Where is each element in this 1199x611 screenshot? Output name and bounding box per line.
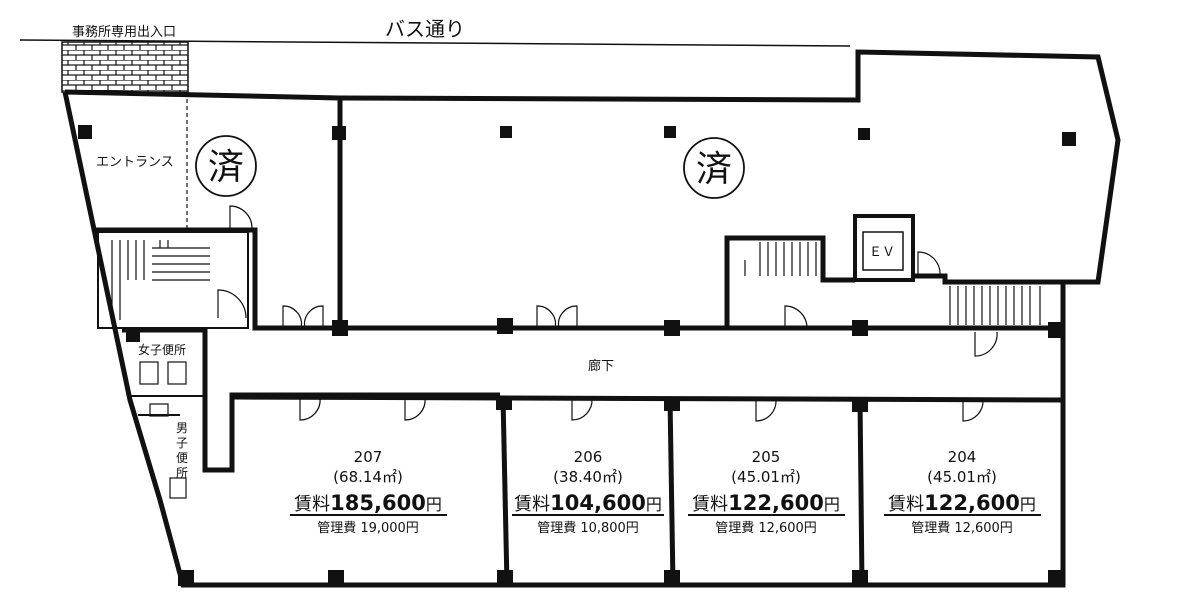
rent-prefix: 賃料 — [692, 494, 728, 515]
unit-area: (45.01㎡) — [927, 468, 997, 486]
mens-restroom-label-4: 所 — [176, 466, 188, 480]
unit-rent: 賃料104,600円 — [514, 491, 662, 515]
unit-id: 206 — [574, 448, 603, 466]
rent-suffix: 円 — [426, 495, 442, 514]
mens-restroom-label-3: 便 — [176, 451, 188, 465]
unit-206: 206 (38.40㎡) 賃料104,600円 管理費 10,800円 — [512, 448, 664, 536]
ev-door — [917, 251, 941, 277]
elevator-label: ＥＶ — [869, 245, 895, 260]
rent-suffix: 円 — [1020, 495, 1036, 514]
left-stair-door — [217, 289, 247, 319]
womens-toilet-2 — [167, 361, 187, 385]
unit-206-door — [571, 398, 593, 421]
left-stair-treads — [111, 240, 210, 320]
womens-restroom-label: 女子便所 — [138, 342, 186, 357]
occupied-mark-2: 済 — [696, 149, 732, 190]
unit-area: (38.40㎡) — [553, 468, 623, 486]
unit-207-door-1 — [299, 397, 321, 421]
structural-columns — [78, 125, 1076, 586]
unit-area: (68.14㎡) — [333, 468, 403, 486]
entrance-label: エントランス — [96, 155, 174, 170]
mens-urinal — [149, 403, 169, 417]
unit-rent: 賃料122,600円 — [692, 491, 840, 515]
unit-207-door-2 — [404, 397, 426, 421]
unit-divider-206-205 — [667, 397, 676, 586]
rent-value: 104,600 — [550, 491, 646, 515]
rent-suffix: 円 — [824, 495, 840, 514]
occupied-mark-circle-2 — [683, 137, 745, 199]
unit-id: 205 — [752, 448, 781, 466]
upper-room-door-left — [282, 305, 324, 329]
upper-room-door-center — [536, 305, 578, 329]
rent-suffix: 円 — [646, 495, 662, 514]
occupied-mark-1: 済 — [208, 147, 244, 188]
unit-divider-205-204 — [857, 398, 865, 586]
unit-management-fee: 管理費 10,800円 — [537, 521, 639, 536]
unit-rent: 賃料122,600円 — [888, 491, 1036, 515]
rent-prefix: 賃料 — [514, 494, 550, 515]
unit-area: (45.01㎡) — [731, 468, 801, 486]
building-outer-wall — [62, 49, 1121, 588]
right-core-wall-2 — [913, 273, 1063, 285]
elevator-car — [862, 231, 904, 271]
right-core-wall — [724, 235, 855, 328]
unit-management-fee: 管理費 12,600円 — [715, 521, 817, 536]
unit-205-door — [755, 399, 777, 422]
core-door — [784, 305, 808, 329]
unit-rent: 賃料185,600円 — [294, 491, 442, 515]
office-entrance-label: 事務所専用出入口 — [72, 25, 176, 40]
unit-204-door — [962, 399, 984, 422]
entrance-door — [229, 205, 253, 229]
unit-divider-207-206 — [500, 396, 510, 586]
rent-value: 122,600 — [924, 491, 1020, 515]
rent-prefix: 賃料 — [294, 494, 330, 515]
corridor-label: 廊下 — [588, 358, 614, 374]
office-entrance-brick — [61, 41, 189, 93]
rent-value: 122,600 — [728, 491, 824, 515]
right-stair-treads-upper — [744, 242, 817, 276]
unit-207: 207 (68.14㎡) 賃料185,600円 管理費 19,000円 — [290, 448, 447, 536]
rent-prefix: 賃料 — [888, 494, 924, 515]
unit-204: 204 (45.01㎡) 賃料122,600円 管理費 12,600円 — [884, 448, 1041, 536]
unit-id: 204 — [948, 448, 977, 466]
unit-205: 205 (45.01㎡) 賃料122,600円 管理費 12,600円 — [688, 448, 845, 536]
upper-room-wall — [337, 98, 1063, 331]
corridor-end-door — [974, 331, 998, 357]
mens-toilet — [169, 477, 187, 499]
street-label: バス通り — [385, 17, 465, 41]
entrance-lower-wall — [95, 227, 340, 331]
right-stair-treads-lower — [949, 286, 1041, 325]
occupied-mark-circle-1 — [195, 135, 257, 197]
womens-toilet-1 — [139, 361, 159, 385]
unit-management-fee: 管理費 12,600円 — [911, 521, 1013, 536]
street-line — [19, 39, 851, 47]
mens-restroom-label-2: 子 — [176, 436, 188, 450]
units-top-wall — [231, 394, 1064, 403]
elevator-shaft — [853, 214, 915, 282]
unit-id: 207 — [354, 448, 383, 466]
unit-management-fee: 管理費 19,000円 — [317, 521, 419, 536]
mens-restroom-label-1: 男 — [176, 421, 188, 435]
rent-value: 185,600 — [330, 491, 426, 515]
